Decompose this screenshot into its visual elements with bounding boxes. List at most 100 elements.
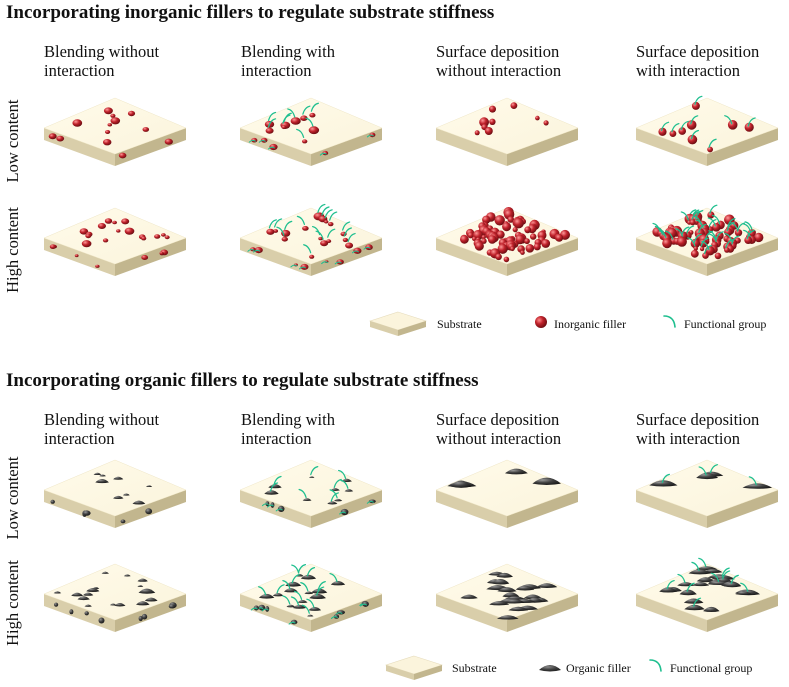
functional-group-mark <box>302 105 311 115</box>
inorganic-filler-mark <box>513 217 524 229</box>
functional-group-mark <box>665 230 674 240</box>
organic-filler-mark <box>83 592 94 596</box>
organic-filler-mark <box>168 604 176 609</box>
organic-filler-mark <box>489 601 510 606</box>
functional-group-mark <box>692 597 702 607</box>
functional-group-mark <box>677 573 686 584</box>
functional-group-mark <box>658 228 667 238</box>
substrate-right-face <box>311 128 382 166</box>
inorganic-filler-mark <box>541 239 551 248</box>
substrate-left-face <box>636 594 707 632</box>
organic-filler-mark <box>508 606 529 612</box>
organic-filler-mark <box>649 480 678 487</box>
organic-filler-mark <box>309 476 315 478</box>
section-title-organic: Incorporating organic fillers to regulat… <box>6 370 479 391</box>
functional-group-mark <box>276 584 285 594</box>
substrate-left-face <box>436 490 507 528</box>
organic-filler-mark <box>659 587 678 593</box>
functional-group-mark <box>708 138 717 148</box>
inorganic-filler-mark <box>494 215 505 226</box>
functional-group-mark <box>288 621 296 625</box>
inorganic-filler-mark <box>467 232 474 239</box>
functional-group-mark <box>736 222 746 232</box>
functional-group-mark <box>711 214 721 225</box>
substrate-block <box>635 204 779 276</box>
substrate-block <box>635 557 779 632</box>
organic-filler-mark <box>683 598 704 604</box>
row-label-high-content: High content <box>3 207 22 293</box>
organic-filler-mark <box>120 519 126 524</box>
legend-label-functional-group: Functional group <box>670 661 753 675</box>
functional-group-icon <box>649 659 662 672</box>
inorganic-filler-mark <box>56 135 65 142</box>
column-label-line: interaction <box>241 61 312 80</box>
column-label-line: interaction <box>44 429 115 448</box>
substrate-top-face <box>239 97 383 155</box>
functional-group-mark <box>333 478 342 489</box>
inorganic-filler-mark <box>497 243 508 254</box>
functional-group-mark <box>298 488 307 499</box>
functional-group-mark <box>700 237 709 247</box>
functional-group-mark <box>274 218 283 228</box>
inorganic-filler-mark <box>72 119 83 127</box>
organic-filler-mark <box>137 578 148 582</box>
inorganic-filler-mark <box>555 234 564 242</box>
functional-group-mark <box>311 225 321 236</box>
functional-group-mark <box>303 244 312 254</box>
organic-filler-mark <box>502 592 520 598</box>
functional-group-mark <box>316 586 325 596</box>
organic-filler-mark <box>309 593 326 600</box>
functional-group-mark <box>363 246 371 250</box>
inorganic-filler-mark <box>81 240 92 248</box>
substrate-block <box>635 95 779 166</box>
organic-filler-mark <box>113 495 124 499</box>
organic-filler-mark <box>491 579 510 585</box>
substrate-right-face <box>507 594 578 632</box>
organic-filler-mark <box>703 606 720 613</box>
substrate-block <box>635 459 779 528</box>
organic-filler-mark <box>334 498 343 502</box>
inorganic-filler-mark <box>690 249 699 258</box>
inorganic-filler-mark <box>103 139 112 146</box>
inorganic-filler-mark <box>302 226 309 231</box>
functional-group-mark <box>686 582 695 592</box>
organic-filler-mark <box>344 489 354 492</box>
organic-filler-mark <box>258 593 275 599</box>
column-label-line: Surface deposition <box>436 42 560 61</box>
inorganic-filler-mark <box>121 218 130 225</box>
organic-filler-mark <box>146 485 153 488</box>
functional-group-mark <box>674 228 684 238</box>
organic-filler-mark <box>99 474 106 477</box>
organic-filler-mark <box>300 574 317 580</box>
functional-group-mark <box>296 128 305 139</box>
functional-group-mark <box>724 115 733 125</box>
functional-group-mark <box>709 464 719 474</box>
inorganic-filler-mark <box>669 130 677 137</box>
inorganic-filler-mark <box>116 229 121 233</box>
substrate-left-face <box>636 490 707 528</box>
functional-group-mark <box>695 219 704 229</box>
inorganic-filler-mark <box>707 146 713 153</box>
functional-group-mark <box>747 117 756 127</box>
functional-group-mark <box>317 203 326 214</box>
functional-group-mark <box>708 219 717 229</box>
organic-filler-mark <box>742 483 773 489</box>
functional-group-mark <box>694 95 703 105</box>
substrate-right-face <box>115 238 186 276</box>
organic-filler-mark <box>71 592 84 597</box>
functional-group-mark <box>671 123 680 133</box>
substrate-right-face <box>311 238 382 276</box>
functional-group-mark <box>351 250 359 254</box>
inorganic-filler-mark <box>102 238 109 243</box>
substrate-left-face <box>44 594 115 632</box>
functional-group-mark <box>721 567 730 577</box>
substrate-block <box>239 563 383 632</box>
inorganic-filler-mark <box>320 240 329 247</box>
functional-group-mark <box>342 221 351 231</box>
substrate-block <box>435 563 579 632</box>
functional-group-mark <box>708 233 717 243</box>
inorganic-filler-mark <box>489 118 496 125</box>
inorganic-filler-mark <box>699 246 705 252</box>
inorganic-filler-mark <box>460 234 469 244</box>
functional-group-mark <box>291 574 300 584</box>
